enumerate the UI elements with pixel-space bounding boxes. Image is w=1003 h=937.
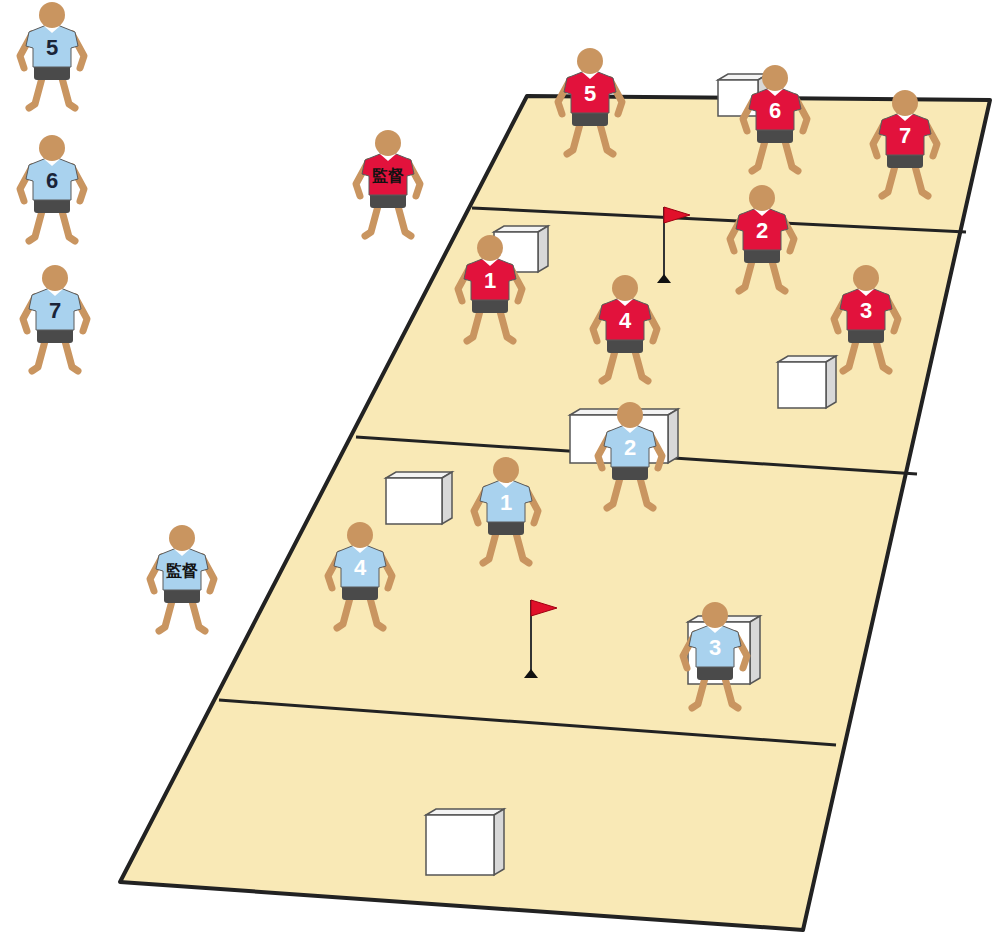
player-figure bbox=[598, 402, 662, 508]
box bbox=[688, 616, 760, 684]
box bbox=[778, 356, 836, 408]
player-number: 7 bbox=[49, 300, 61, 322]
player-number: 5 bbox=[46, 37, 58, 59]
player-figure bbox=[458, 235, 522, 341]
player-number: 7 bbox=[899, 125, 911, 147]
player-number: 6 bbox=[46, 170, 58, 192]
field bbox=[120, 96, 990, 930]
player-figure bbox=[474, 457, 538, 563]
box bbox=[426, 809, 504, 875]
player-figure bbox=[743, 65, 807, 171]
player-number: 4 bbox=[354, 557, 366, 579]
player-number: 4 bbox=[619, 310, 631, 332]
player-number: 2 bbox=[624, 437, 636, 459]
player-figure bbox=[20, 2, 84, 108]
player-number: 3 bbox=[709, 637, 721, 659]
player-figure bbox=[834, 265, 898, 371]
zone-line bbox=[219, 700, 836, 745]
player-figure bbox=[593, 275, 657, 381]
flag bbox=[657, 207, 690, 283]
player-number: 2 bbox=[756, 220, 768, 242]
player-figure bbox=[20, 135, 84, 241]
player-figure bbox=[730, 185, 794, 291]
player-number: 6 bbox=[769, 100, 781, 122]
player-number: 5 bbox=[584, 83, 596, 105]
coach-label: 監督 bbox=[372, 168, 404, 184]
coach-label: 監督 bbox=[166, 563, 198, 579]
player-figure bbox=[356, 130, 420, 236]
player-figure bbox=[23, 265, 87, 371]
player-number: 3 bbox=[860, 300, 872, 322]
player-number: 1 bbox=[484, 270, 496, 292]
player-figure bbox=[683, 602, 747, 708]
player-figure bbox=[328, 522, 392, 628]
player-number: 1 bbox=[500, 492, 512, 514]
flag bbox=[524, 600, 557, 678]
player-figure bbox=[558, 48, 622, 154]
player-figure bbox=[873, 90, 937, 196]
box bbox=[386, 472, 452, 524]
player-figure bbox=[150, 525, 214, 631]
